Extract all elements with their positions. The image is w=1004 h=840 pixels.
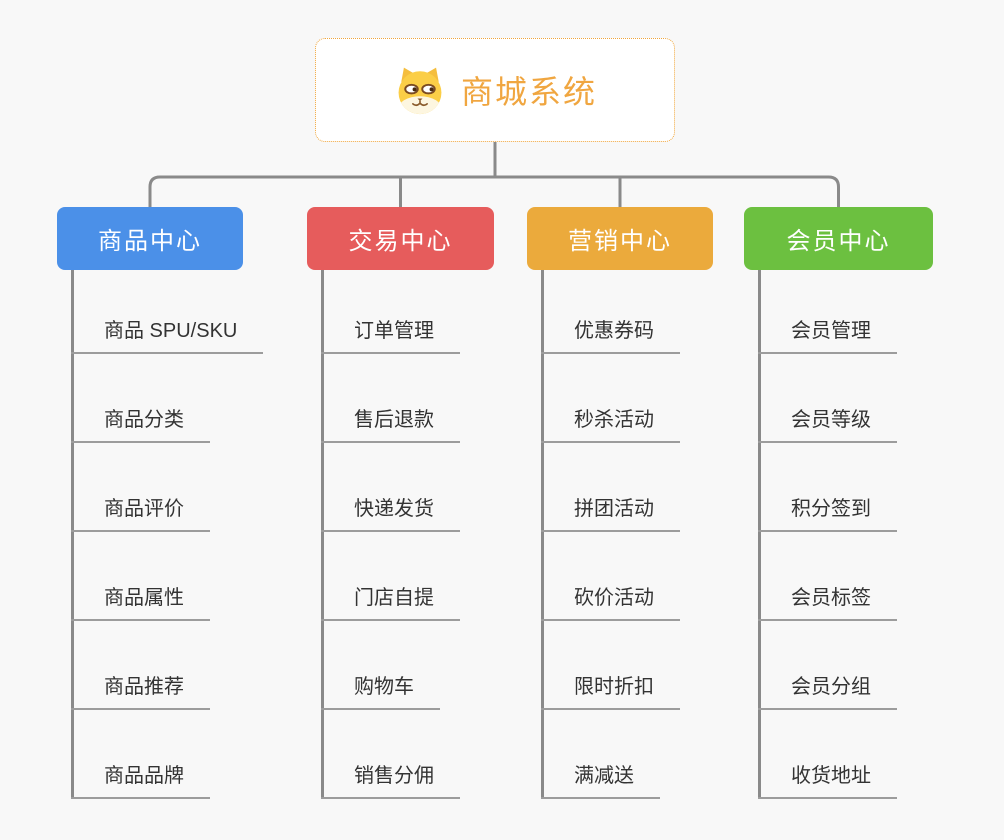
leaf-node[interactable]: 商品评价: [71, 492, 210, 532]
branch-node[interactable]: 营销中心: [527, 207, 713, 270]
child-connector-line: [71, 270, 74, 799]
leaf-slot: 售后退款: [307, 354, 494, 443]
leaf-node[interactable]: 商品品牌: [71, 759, 210, 799]
leaf-node[interactable]: 售后退款: [321, 403, 460, 443]
leaf-node[interactable]: 会员标签: [758, 581, 897, 621]
leaf-slot: 商品分类: [57, 354, 263, 443]
leaf-node[interactable]: 快递发货: [321, 492, 460, 532]
branch-column: 交易中心订单管理售后退款快递发货门店自提购物车销售分佣: [307, 207, 494, 799]
leaf-node[interactable]: 会员分组: [758, 670, 897, 710]
root-title: 商城系统: [460, 74, 597, 110]
root-node-mall-system[interactable]: 商城系统: [315, 38, 675, 142]
branch-children: 会员管理会员等级积分签到会员标签会员分组收货地址: [744, 270, 933, 799]
leaf-node[interactable]: 收货地址: [758, 759, 897, 799]
leaf-node[interactable]: 积分签到: [758, 492, 897, 532]
leaf-node[interactable]: 订单管理: [321, 314, 460, 354]
leaf-slot: 拼团活动: [527, 443, 713, 532]
leaf-node[interactable]: 优惠券码: [541, 314, 680, 354]
leaf-node[interactable]: 会员管理: [758, 314, 897, 354]
leaf-slot: 门店自提: [307, 532, 494, 621]
leaf-slot: 满减送: [527, 710, 713, 799]
branch-node[interactable]: 商品中心: [57, 207, 243, 270]
leaf-node[interactable]: 商品推荐: [71, 670, 210, 710]
leaf-slot: 会员等级: [744, 354, 933, 443]
leaf-node[interactable]: 拼团活动: [541, 492, 680, 532]
leaf-slot: 会员标签: [744, 532, 933, 621]
leaf-slot: 商品推荐: [57, 621, 263, 710]
branch-column: 会员中心会员管理会员等级积分签到会员标签会员分组收货地址: [744, 207, 933, 799]
leaf-slot: 优惠券码: [527, 270, 713, 354]
branch-column: 营销中心优惠券码秒杀活动拼团活动砍价活动限时折扣满减送: [527, 207, 713, 799]
leaf-node[interactable]: 门店自提: [321, 581, 460, 621]
leaf-slot: 商品 SPU/SKU: [57, 270, 264, 354]
leaf-slot: 砍价活动: [527, 532, 713, 621]
leaf-node[interactable]: 商品分类: [71, 403, 210, 443]
leaf-slot: 积分签到: [744, 443, 933, 532]
leaf-slot: 收货地址: [744, 710, 933, 799]
child-connector-line: [321, 270, 324, 799]
branch-node[interactable]: 交易中心: [307, 207, 494, 270]
leaf-slot: 秒杀活动: [527, 354, 713, 443]
leaf-node[interactable]: 商品 SPU/SKU: [71, 314, 264, 354]
leaf-node[interactable]: 限时折扣: [541, 670, 680, 710]
branch-children: 商品 SPU/SKU 商品分类商品评价商品属性商品推荐商品品牌: [57, 270, 264, 799]
leaf-slot: 订单管理: [307, 270, 494, 354]
branch-children: 优惠券码秒杀活动拼团活动砍价活动限时折扣满减送: [527, 270, 713, 799]
leaf-node[interactable]: 购物车: [321, 670, 440, 710]
leaf-slot: 限时折扣: [527, 621, 713, 710]
leaf-node[interactable]: 满减送: [541, 759, 660, 799]
leaf-node[interactable]: 秒杀活动: [541, 403, 680, 443]
child-connector-line: [758, 270, 761, 799]
leaf-node[interactable]: 商品属性: [71, 581, 210, 621]
leaf-slot: 会员分组: [744, 621, 933, 710]
leaf-slot: 销售分佣: [307, 710, 494, 799]
leaf-slot: 会员管理: [744, 270, 933, 354]
leaf-slot: 购物车: [307, 621, 494, 710]
branch-children: 订单管理售后退款快递发货门店自提购物车销售分佣: [307, 270, 494, 799]
dog-face-icon: [393, 65, 447, 115]
child-connector-line: [541, 270, 544, 799]
branch-column: 商品中心商品 SPU/SKU 商品分类商品评价商品属性商品推荐商品品牌: [57, 207, 264, 799]
leaf-node[interactable]: 会员等级: [758, 403, 897, 443]
leaf-node[interactable]: 销售分佣: [321, 759, 460, 799]
leaf-node[interactable]: 砍价活动: [541, 581, 680, 621]
branch-node[interactable]: 会员中心: [744, 207, 933, 270]
leaf-slot: 商品评价: [57, 443, 263, 532]
leaf-slot: 快递发货: [307, 443, 494, 532]
leaf-slot: 商品品牌: [57, 710, 263, 799]
leaf-slot: 商品属性: [57, 532, 263, 621]
